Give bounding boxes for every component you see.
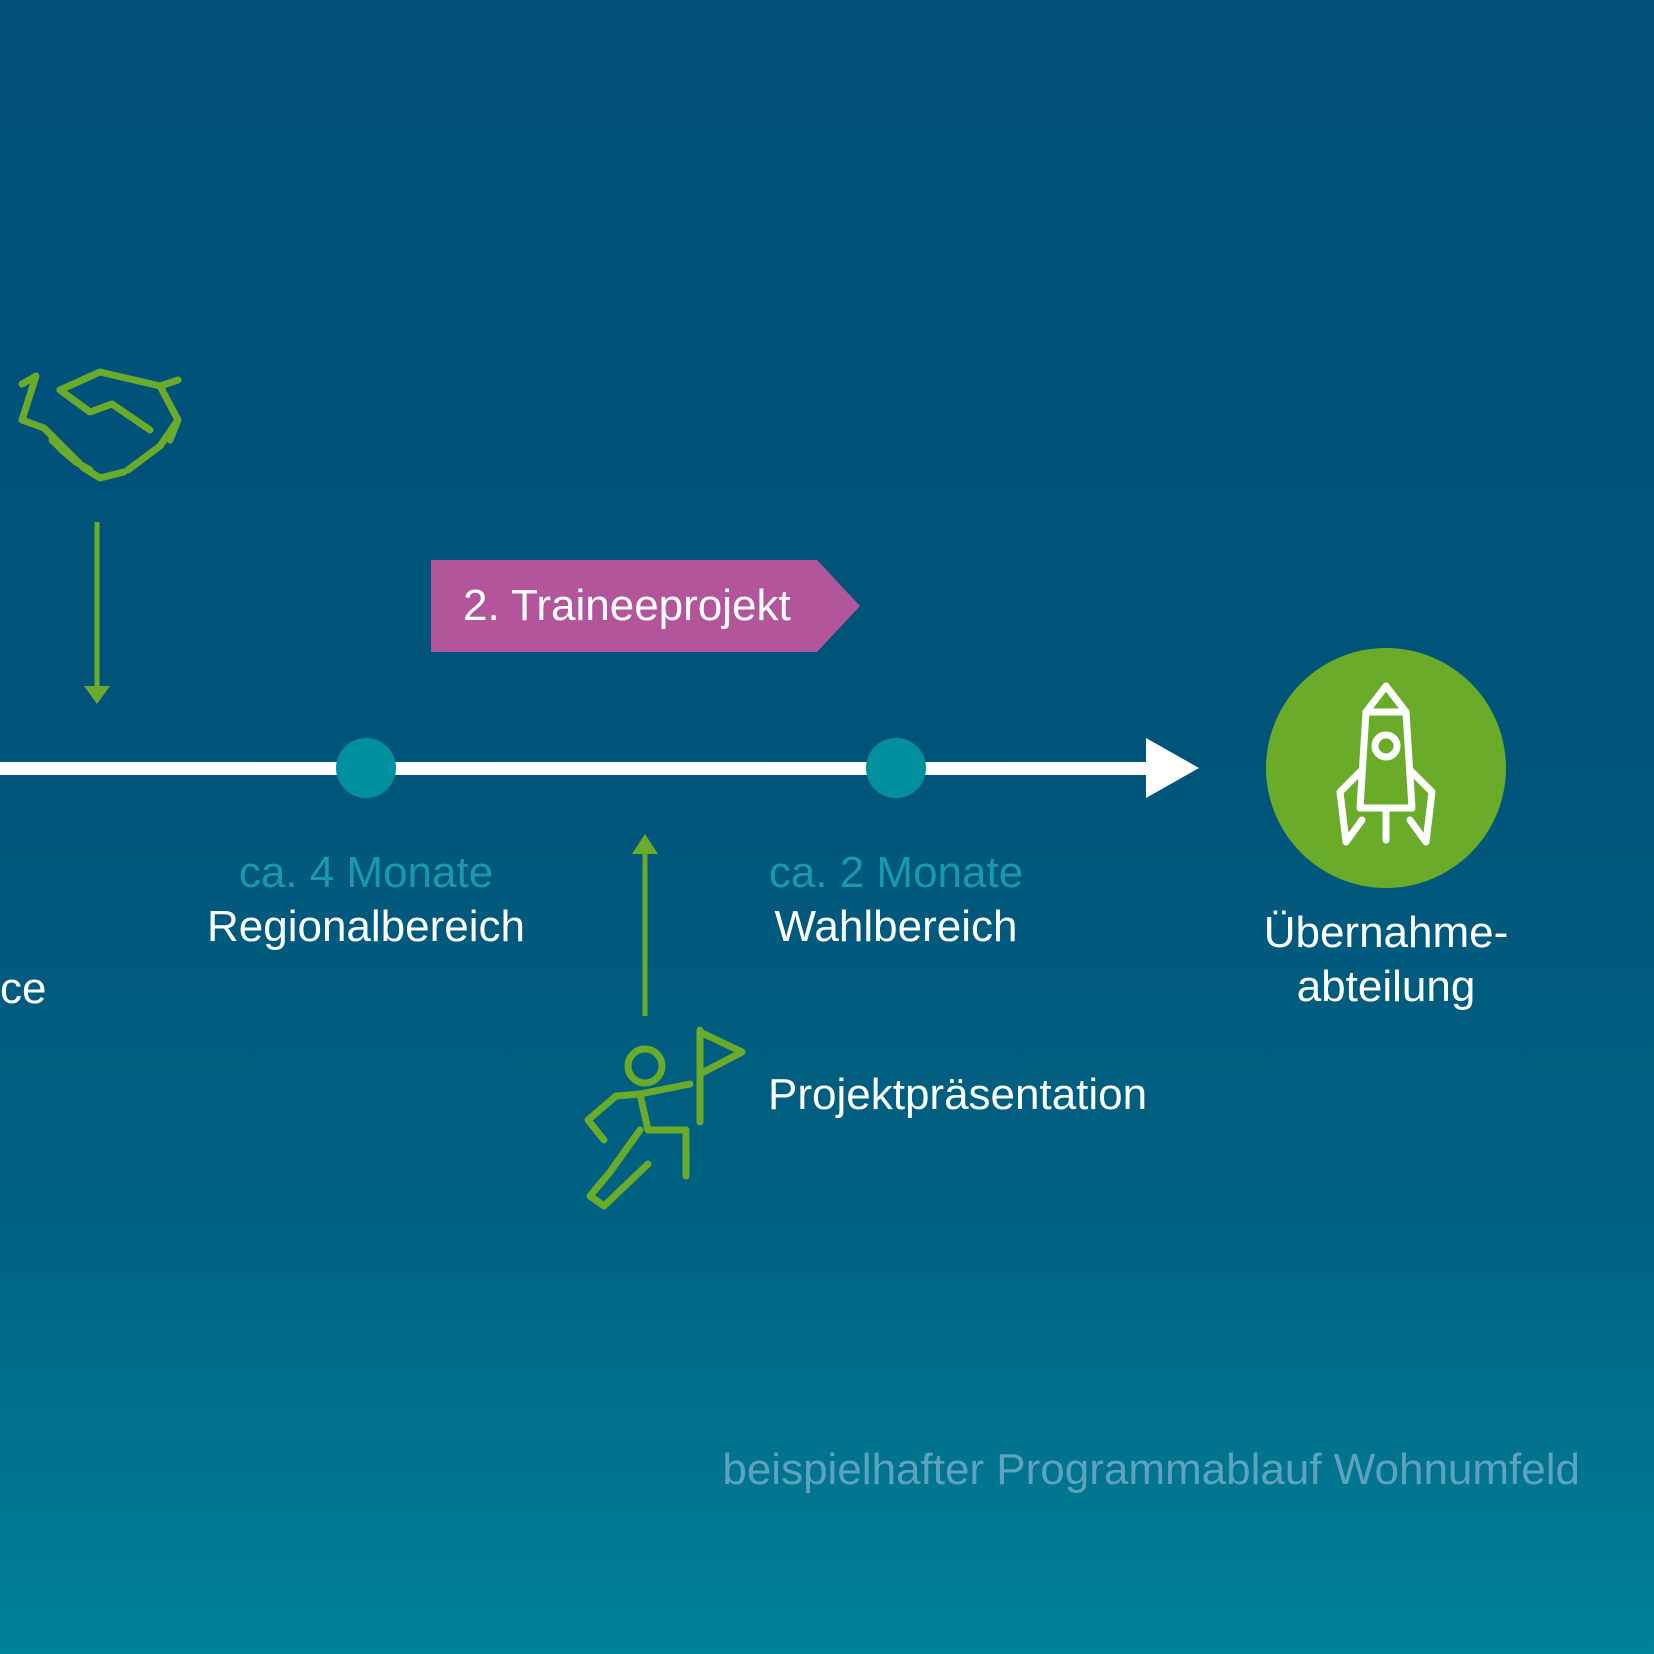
destination-label: Übernahme- abteilung — [1226, 906, 1546, 1014]
project-tag: 2. Traineeprojekt — [463, 581, 791, 630]
rocket-badge — [1266, 648, 1506, 888]
stage-duration: ca. 4 Monate — [238, 848, 494, 897]
stage-wahlbereich: ca. 2 Monate Wahlbereich — [696, 846, 1096, 954]
project-tag-shape — [431, 560, 860, 652]
left-edge-label: ce — [0, 964, 47, 1013]
timeline-dot-wahlbereich — [866, 738, 926, 798]
footer-caption: beispielhafter Programmablauf Wohnumfeld — [722, 1445, 1580, 1494]
stage-name: Regionalbereich — [207, 902, 525, 951]
milestone-label: Projektpräsentation — [768, 1070, 1148, 1119]
stage-duration: ca. 2 Monate — [768, 848, 1024, 897]
stage-regionalbereich: ca. 4 Monate Regionalbereich — [166, 846, 566, 954]
handshake-icon — [18, 368, 182, 482]
timeline-line — [0, 738, 1199, 798]
rocket-icon — [1336, 682, 1436, 846]
destination-line2: abteilung — [1296, 962, 1476, 1011]
stage-name: Wahlbereich — [774, 902, 1018, 951]
down-arrow — [84, 522, 110, 704]
flag-runner-icon — [584, 1026, 746, 1210]
up-arrow — [632, 834, 658, 1016]
destination-line1: Übernahme- — [1263, 908, 1509, 957]
timeline-dot-regionalbereich — [336, 738, 396, 798]
